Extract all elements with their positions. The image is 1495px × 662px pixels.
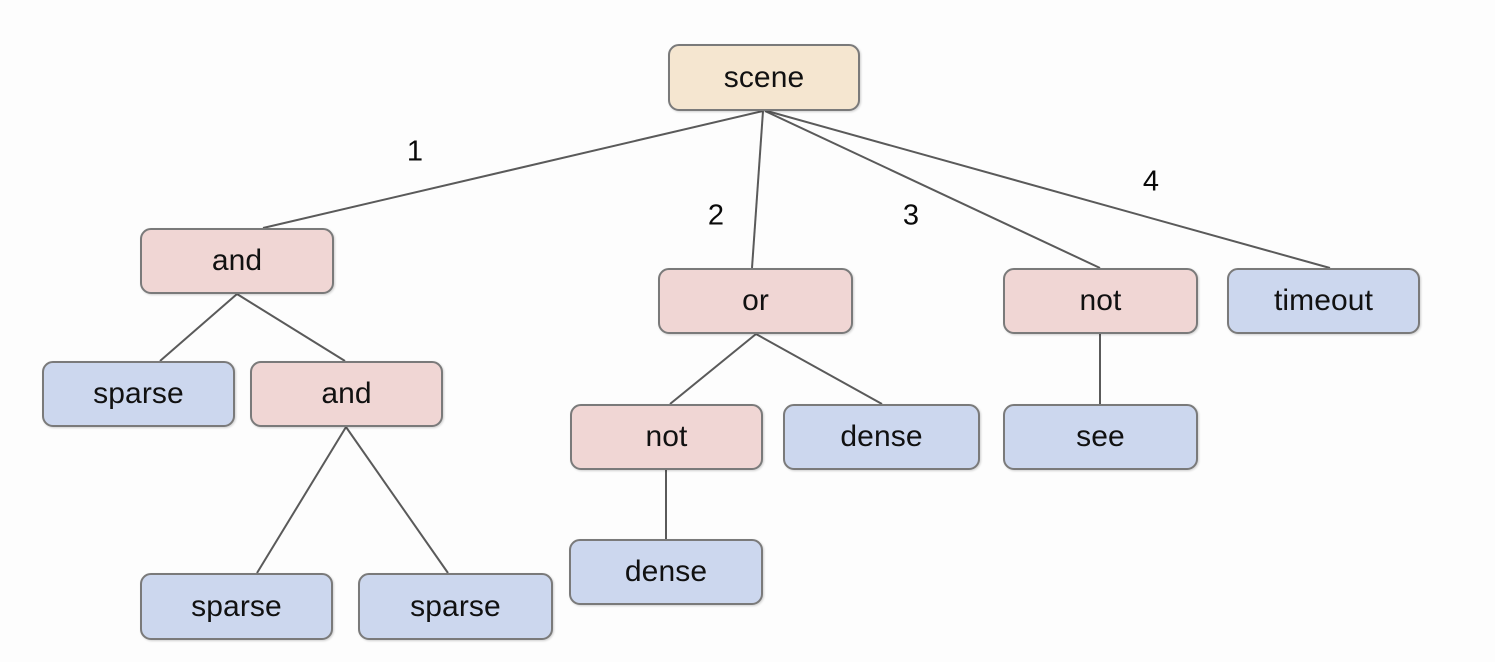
tree-node-label: sparse [191,589,282,623]
tree-edge-scene-to-or1 [751,110,764,269]
tree-node-or1[interactable]: or [658,268,853,334]
edge-label-4: 4 [1142,165,1160,198]
tree-edge-and2-to-sparse3 [345,426,449,574]
tree-edge-and1-to-and2 [236,293,346,362]
tree-edge-or1-to-not2 [669,333,757,405]
tree-node-not2[interactable]: not [570,404,763,470]
tree-node-label: see [1076,420,1125,453]
tree-edge-scene-to-not1 [764,110,1101,269]
edge-label-3: 3 [902,199,920,232]
tree-edge-and2-to-sparse2 [256,426,347,574]
tree-node-label: or [742,284,769,317]
tree-node-sparse3[interactable]: sparse [358,573,553,640]
tree-edge-and1-to-sparse1 [159,293,238,362]
tree-node-label: not [645,420,688,453]
tree-node-label: and [211,244,263,277]
tree-node-see1[interactable]: see [1003,404,1198,470]
tree-node-label: sparse [410,589,501,623]
tree-edge-scene-to-timeout1 [766,110,1331,269]
tree-node-timeout1[interactable]: timeout [1227,268,1420,334]
edge-label-2: 2 [707,199,725,232]
tree-node-and2[interactable]: and [250,361,443,427]
edge-label-1: 1 [406,135,424,168]
tree-node-not1[interactable]: not [1003,268,1198,334]
tree-node-label: timeout [1273,284,1374,317]
tree-node-sparse1[interactable]: sparse [42,361,235,427]
tree-node-label: dense [624,555,708,588]
tree-edge-or1-to-dense1 [755,333,883,405]
tree-node-scene[interactable]: scene [668,44,860,111]
tree-node-label: and [321,377,372,410]
tree-node-sparse2[interactable]: sparse [140,573,333,640]
tree-node-label: sparse [93,377,184,410]
tree-edge-scene-to-and1 [262,110,764,229]
tree-node-and1[interactable]: and [140,228,334,294]
tree-node-label: dense [840,420,923,453]
tree-node-label: scene [723,60,805,94]
tree-node-dense2[interactable]: dense [569,539,763,605]
tree-node-dense1[interactable]: dense [783,404,980,470]
tree-node-label: not [1079,284,1122,317]
